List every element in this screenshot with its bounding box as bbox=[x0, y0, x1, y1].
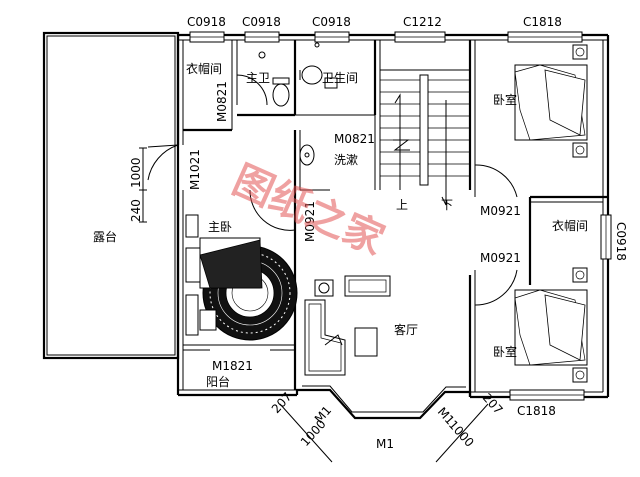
windows bbox=[189, 31, 612, 401]
dim-line-bay-right bbox=[435, 403, 489, 463]
master-bedroom-furniture bbox=[185, 214, 298, 341]
door-arc-cloakroom bbox=[236, 74, 268, 106]
living-room-furniture bbox=[304, 275, 391, 376]
label-window-7: C1818 bbox=[517, 404, 556, 418]
stair-handrail bbox=[419, 74, 429, 186]
bath-fixtures bbox=[258, 42, 338, 166]
label-bedroom-top: 卧室 bbox=[493, 92, 517, 107]
door-arc-master bbox=[249, 189, 296, 231]
label-dim-207-right: 207 bbox=[480, 391, 506, 417]
bedside-table-top bbox=[185, 214, 199, 238]
door-arc-bedroom-bottom bbox=[474, 269, 518, 306]
staircase bbox=[380, 69, 470, 206]
nightstand-bottom-a bbox=[572, 267, 588, 283]
label-door-bay-center: M1 bbox=[376, 437, 394, 451]
stair-down-arrow bbox=[441, 100, 447, 206]
label-window-3: C0918 bbox=[312, 15, 351, 29]
floor-drain-master bbox=[258, 51, 266, 59]
stair-break-mark bbox=[393, 139, 410, 151]
label-washroom: 洗漱 bbox=[334, 153, 358, 167]
bay-window-outer bbox=[295, 388, 472, 420]
label-cloakroom-right: 衣帽间 bbox=[552, 218, 588, 233]
label-door-bed-bottom: M0921 bbox=[480, 251, 521, 265]
toilet-bathroom bbox=[301, 65, 323, 85]
label-window-1: C0918 bbox=[187, 15, 226, 29]
label-stair-down: 下 bbox=[441, 198, 453, 212]
stair-treads bbox=[380, 79, 470, 177]
label-terrace: 露台 bbox=[93, 229, 117, 244]
bay-window-inner bbox=[302, 385, 466, 413]
window-c0918-right bbox=[600, 214, 612, 260]
label-door-cloak: M0821 bbox=[215, 81, 229, 122]
label-door-terrace: M1021 bbox=[188, 149, 202, 190]
chair bbox=[199, 309, 217, 331]
label-living-room: 客厅 bbox=[394, 322, 418, 337]
tv-cabinet bbox=[344, 275, 391, 297]
nightstand-bottom-b bbox=[572, 367, 588, 383]
label-bathroom: 卫生间 bbox=[322, 71, 358, 85]
side-table bbox=[314, 279, 334, 297]
window-c1818-top bbox=[507, 31, 583, 43]
dimension-lines bbox=[139, 147, 489, 463]
label-door-bed-top: M0921 bbox=[480, 204, 521, 218]
label-dim-1000-top: 1000 bbox=[129, 157, 143, 188]
label-dim-207-left: 207 bbox=[269, 390, 295, 416]
label-window-5: C1818 bbox=[523, 15, 562, 29]
doors bbox=[147, 74, 518, 306]
window-c0918-1 bbox=[189, 31, 225, 43]
label-door-balcony: M1821 bbox=[212, 359, 253, 373]
door-arc-bedroom-top bbox=[474, 164, 518, 198]
label-stair-up: 上 bbox=[396, 198, 408, 212]
window-c1818-bottom bbox=[509, 389, 585, 401]
wash-basin bbox=[299, 144, 315, 166]
label-dim-240: 240 bbox=[129, 199, 143, 222]
label-master-bath: 主卫 bbox=[246, 71, 270, 85]
terrace-wall bbox=[42, 31, 180, 360]
door-arc-terrace bbox=[147, 144, 179, 181]
room-labels: 露台 衣帽间 主卫 卫生间 洗漱 主卧 客厅 阳台 卧室 卧室 衣帽间 上 下 bbox=[93, 61, 588, 389]
sofa bbox=[304, 299, 346, 376]
bathroom-fixture bbox=[324, 77, 338, 89]
label-cloakroom-left: 衣帽间 bbox=[186, 61, 222, 76]
terrace-inner-wall bbox=[46, 35, 176, 356]
label-window-4: C1212 bbox=[403, 15, 442, 29]
bedroom-bottom-furniture bbox=[514, 267, 588, 383]
label-window-2: C0918 bbox=[242, 15, 281, 29]
dim-line-bay-left bbox=[279, 403, 333, 463]
window-c1212 bbox=[394, 31, 446, 43]
door-leaf-terrace bbox=[147, 144, 179, 148]
coffee-table bbox=[354, 327, 378, 357]
label-window-6: C0918 bbox=[614, 222, 628, 261]
nightstand-top-a bbox=[572, 44, 588, 60]
label-door-master: M0921 bbox=[303, 201, 317, 242]
label-master-bedroom: 主卧 bbox=[208, 220, 232, 234]
window-c0918-3 bbox=[314, 31, 350, 43]
window-c0918-2 bbox=[244, 31, 280, 43]
stair-up-arrow bbox=[394, 93, 401, 190]
nightstand-top-b bbox=[572, 142, 588, 158]
bedroom-top-furniture bbox=[514, 44, 588, 158]
window-labels: C0918 C0918 C0918 C1212 C1818 C1818 C091… bbox=[187, 15, 628, 418]
interior-walls bbox=[176, 35, 608, 397]
label-door-wash: M0821 bbox=[334, 132, 375, 146]
label-balcony: 阳台 bbox=[206, 374, 230, 389]
toilet-master bbox=[272, 83, 290, 107]
label-bedroom-bottom: 卧室 bbox=[493, 344, 517, 359]
bedside-table-bottom bbox=[185, 294, 199, 336]
